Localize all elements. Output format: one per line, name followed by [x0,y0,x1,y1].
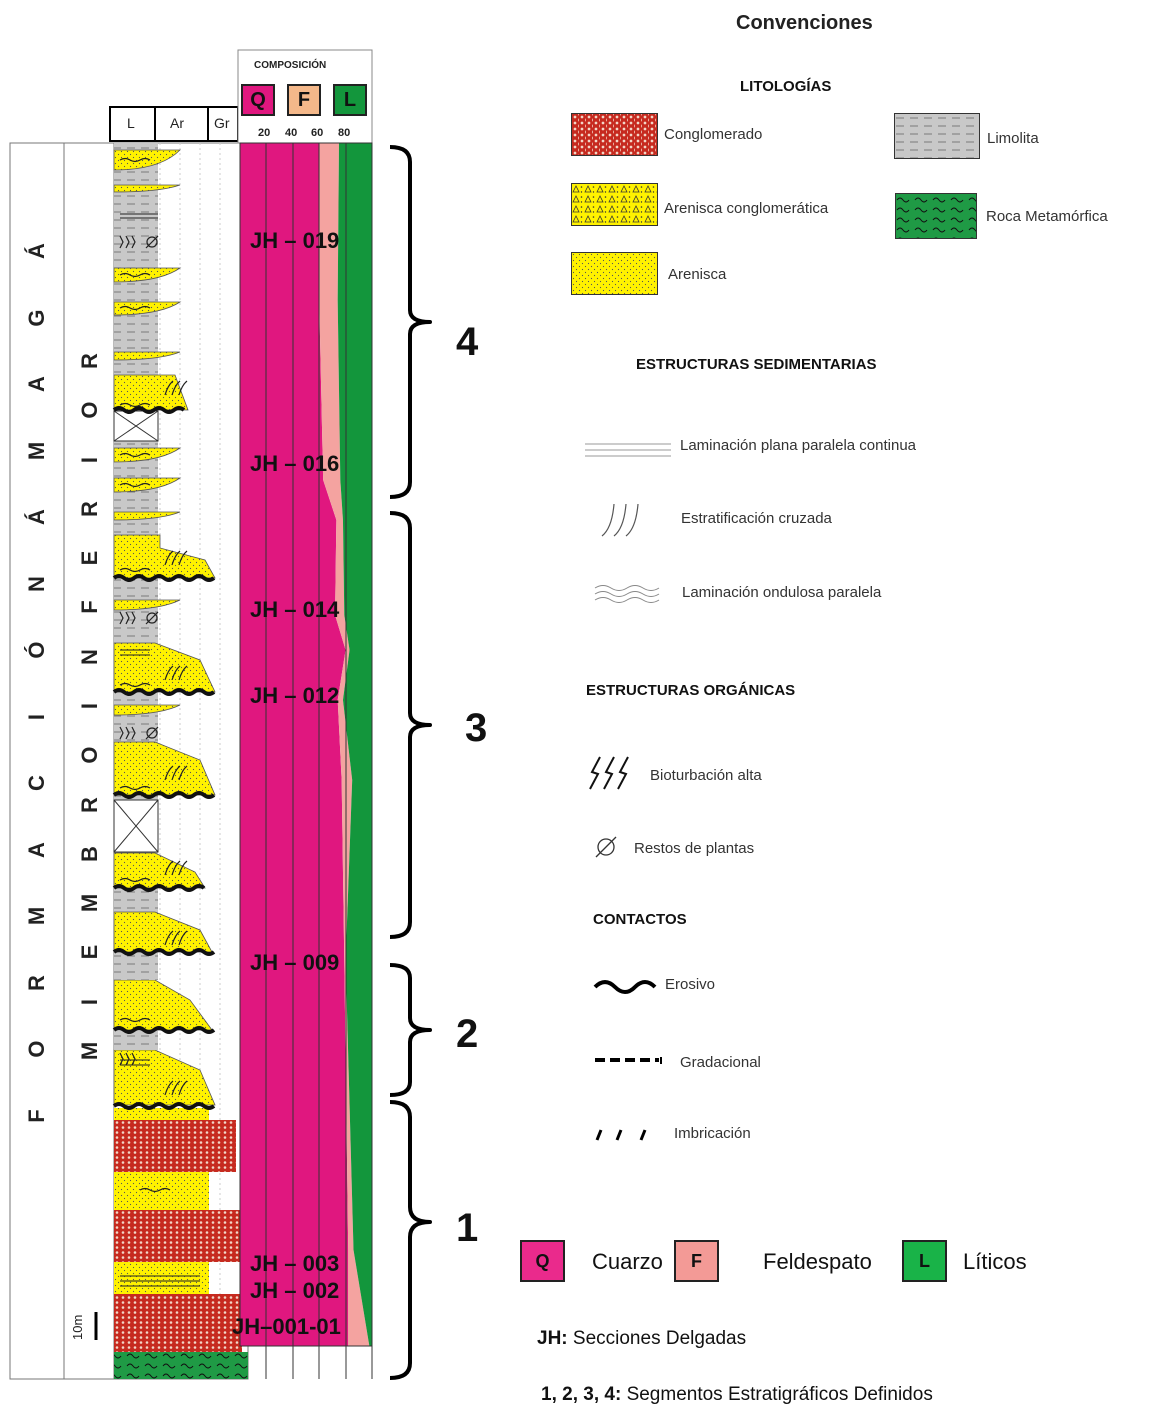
sample-label: JH – 019 [250,228,340,253]
segment-4: 4 [456,320,479,364]
vertical-letter: B [77,845,102,862]
vertical-letter: O [77,746,102,764]
estructuras-organicas-title: ESTRUCTURAS ORGÁNICAS [586,682,796,699]
tick-60: 60 [311,127,324,139]
vertical-letter: M [24,907,49,926]
col-header-l: L [127,115,135,131]
laminacion-ondulosa-icon [594,585,660,603]
plant-remains-icon [595,836,617,858]
sample-label: JH – 003 [250,1251,340,1276]
estratificacion-cruzada-label: Estratificación cruzada [681,510,832,527]
erosivo-icon [593,980,657,994]
roca-metamorfica-label: Roca Metamórfica [986,208,1108,225]
limolita-label: Limolita [987,130,1039,147]
vertical-letter: O [77,401,102,419]
gradacional-label: Gradacional [680,1054,761,1071]
vertical-letter: R [77,796,102,813]
vertical-letter: C [24,775,49,792]
bioturbacion-icon [589,756,629,790]
segment-3: 3 [465,706,488,750]
vertical-letter: R [77,500,102,517]
vertical-letter: I [24,713,49,720]
l-swatch: L [902,1240,947,1282]
vertical-letter: E [77,945,102,960]
sample-label: JH – 014 [250,597,340,622]
erosivo-label: Erosivo [665,976,716,993]
imbricacion-label: Imbricación [674,1125,751,1142]
bioturbacion-label: Bioturbación alta [650,767,762,784]
tick-80: 80 [338,127,351,139]
arenisca-swatch [571,252,658,295]
sample-label: JH – 009 [250,950,340,975]
laminacion-ondulosa-label: Laminación ondulosa paralela [682,584,882,601]
q-swatch: Q [520,1240,565,1282]
sample-label: JH–001-01 [232,1314,341,1339]
scale-label: 10m [70,1314,85,1340]
estratificacion-cruzada-icon [601,503,639,537]
estructuras-sedimentarias-title: ESTRUCTURAS SEDIMENTARIAS [636,356,877,373]
header-f: F [287,84,321,116]
vertical-letter: G [24,308,49,327]
tick-20: 20 [258,127,271,139]
note-seg-text: Segmentos Estratigráficos Definidos [626,1384,933,1405]
composition-title: COMPOSICIÓN [254,60,327,71]
vertical-letter: Á [24,509,49,526]
laminacion-plana-icon [585,443,671,457]
restos-plantas-label: Restos de plantas [634,840,755,857]
sample-label: JH – 016 [250,451,340,476]
vertical-letter: N [24,575,49,592]
laminacion-plana-label: Laminación plana paralela continua [680,437,917,454]
vertical-letter: F [77,600,102,615]
vertical-letter: E [77,550,102,566]
gradacional-icon [595,1057,662,1064]
feldespato-label: Feldespato [763,1249,872,1274]
vertical-letter: M [77,893,102,913]
cuarzo-label: Cuarzo [592,1249,663,1274]
litologias-title: LITOLOGÍAS [740,78,832,95]
vertical-letter: A [24,841,49,858]
col-header-gr: Gr [214,115,230,131]
vertical-letter: R [24,974,49,991]
segment-1: 1 [456,1206,479,1250]
vertical-letter: I [77,998,102,1005]
arenisca-label: Arenisca [668,266,727,283]
contactos-title: CONTACTOS [593,911,687,928]
note-seg-key: 1, 2, 3, 4: [541,1384,622,1405]
header-l: L [333,84,367,116]
col-header-ar: Ar [170,115,184,131]
vertical-letter: I [77,702,102,710]
conglomerado-swatch [571,113,658,156]
conglomerado-label: Conglomerado [664,126,763,143]
vertical-letter: Á [24,243,49,259]
header-q: Q [241,84,275,116]
segment-2: 2 [456,1012,479,1056]
note-jh-key: JH: [537,1328,568,1349]
note-jh-text: Secciones Delgadas [572,1328,747,1349]
tick-40: 40 [285,127,298,139]
note-segments: 1, 2, 3, 4: Segmentos Estratigráficos De… [541,1384,933,1406]
limolita-swatch [894,113,980,159]
sample-label: JH – 002 [250,1278,340,1303]
liticos-label: Líticos [963,1249,1027,1274]
roca-metamorfica-swatch [895,193,977,239]
vertical-letter: A [24,376,49,393]
sample-label: JH – 012 [250,683,340,708]
legend-title: Convenciones [736,12,873,34]
vertical-letter: M [24,441,49,460]
vertical-letter: I [77,456,102,463]
vertical-letter: Ó [24,641,49,659]
vertical-letter: N [77,648,102,665]
note-jh: JH: Secciones Delgadas [537,1328,746,1350]
imbricacion-icon [595,1129,647,1141]
f-swatch: F [674,1240,719,1282]
vertical-letter: R [77,353,102,369]
arenisca-conglomeratica-label: Arenisca conglomerática [664,200,829,217]
arenisca-conglomeratica-swatch [571,183,658,226]
vertical-letter: M [77,1041,102,1061]
vertical-letter: F [24,1109,49,1123]
vertical-letter: O [24,1040,49,1059]
